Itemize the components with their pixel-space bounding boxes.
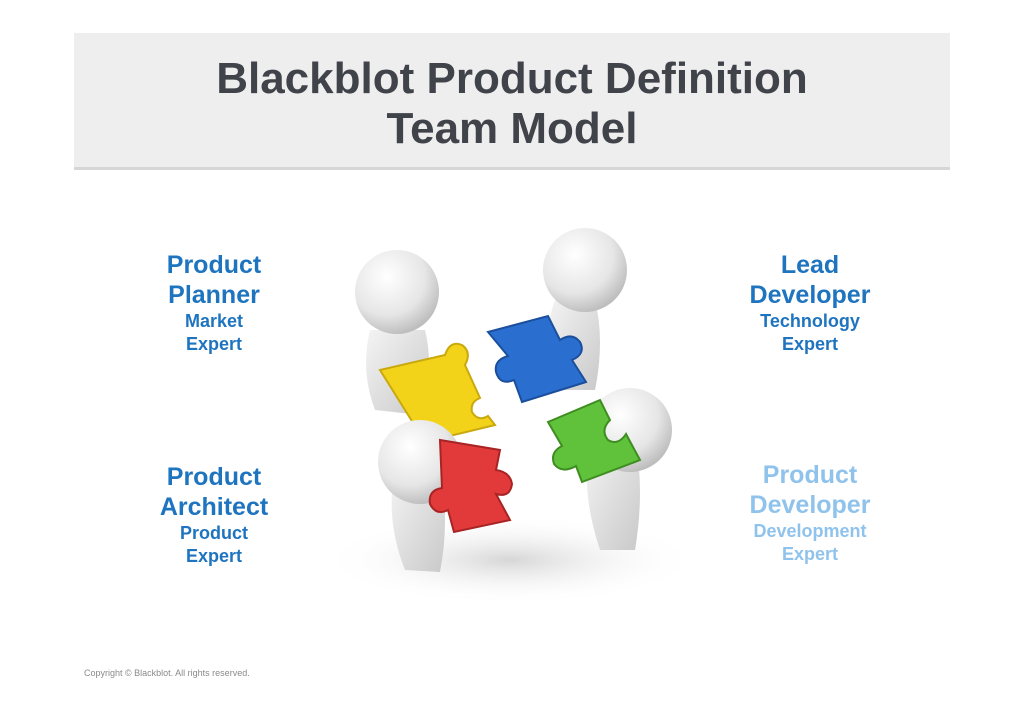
yellow-puzzle-piece-icon — [378, 342, 497, 444]
role-title: Product — [762, 461, 858, 489]
role-subtitle: Expert — [185, 334, 243, 354]
page-title-line-2: Team Model — [386, 104, 638, 153]
green-puzzle-piece-icon — [546, 398, 642, 484]
role-subtitle: Expert — [781, 334, 839, 354]
puzzle-team-illustration — [320, 228, 700, 605]
copyright-notice: Copyright © Blackblot. All rights reserv… — [84, 668, 250, 678]
role-lead-developer: Lead Developer Technology Expert — [690, 250, 930, 356]
role-product-planner: Product Planner Market Expert — [94, 250, 334, 356]
title-banner: Blackblot Product Definition Team Model — [74, 33, 950, 170]
role-title: Lead — [780, 251, 840, 279]
floor-shadow — [320, 515, 700, 605]
role-subtitle: Product — [179, 523, 248, 543]
role-title: Developer — [749, 491, 871, 519]
role-title: Developer — [749, 281, 871, 309]
role-product-developer: Product Developer Development Expert — [690, 460, 930, 566]
head-icon — [543, 228, 627, 312]
role-title: Product — [166, 251, 262, 279]
page-title-line-1: Blackblot Product Definition — [216, 54, 808, 103]
role-product-architect: Product Architect Product Expert — [94, 462, 334, 568]
role-title: Product — [166, 463, 262, 491]
role-subtitle: Development — [753, 521, 867, 541]
role-title: Planner — [168, 281, 260, 309]
role-subtitle: Technology — [760, 311, 860, 331]
role-subtitle: Market — [184, 311, 244, 331]
role-subtitle: Expert — [781, 544, 839, 564]
role-subtitle: Expert — [185, 546, 243, 566]
blue-puzzle-piece-icon — [486, 314, 588, 404]
role-title: Architect — [159, 493, 269, 521]
head-icon — [355, 250, 439, 334]
red-puzzle-piece-icon — [428, 438, 514, 534]
